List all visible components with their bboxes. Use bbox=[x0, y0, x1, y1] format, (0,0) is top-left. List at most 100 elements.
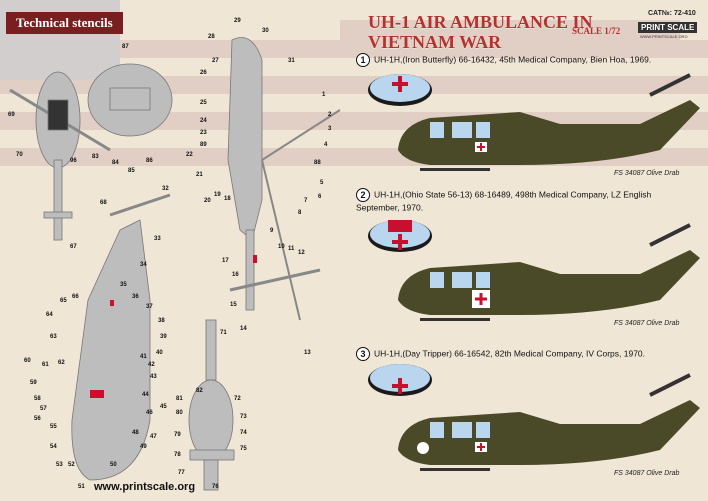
callout-15: 15 bbox=[230, 302, 237, 308]
callout-7: 7 bbox=[304, 198, 308, 204]
callout-29: 29 bbox=[234, 18, 241, 24]
technical-stencils-badge: Technical stencils bbox=[6, 12, 123, 34]
callout-50: 50 bbox=[110, 462, 117, 468]
callout-55: 55 bbox=[50, 424, 57, 430]
variant-2-text: UH-1H,(Ohio State 56-13) 68-16489, 498th… bbox=[356, 189, 652, 213]
callout-3: 3 bbox=[328, 126, 332, 132]
callout-62: 62 bbox=[58, 360, 65, 366]
callout-56: 56 bbox=[34, 416, 41, 422]
callout-13: 13 bbox=[304, 350, 311, 356]
callout-52: 52 bbox=[68, 462, 75, 468]
callout-85: 85 bbox=[128, 168, 135, 174]
callout-44: 44 bbox=[142, 392, 149, 398]
callout-58: 58 bbox=[34, 396, 41, 402]
callout-47: 47 bbox=[150, 434, 157, 440]
callout-5: 5 bbox=[320, 180, 324, 186]
callout-68: 68 bbox=[100, 200, 107, 206]
callout-45: 45 bbox=[160, 404, 167, 410]
callout-61: 61 bbox=[42, 362, 49, 368]
callout-33: 33 bbox=[154, 236, 161, 242]
callout-88: 88 bbox=[314, 160, 321, 166]
callout-32: 32 bbox=[162, 186, 169, 192]
callout-53: 53 bbox=[56, 462, 63, 468]
callout-89: 89 bbox=[200, 142, 207, 148]
callout-67: 67 bbox=[70, 244, 77, 250]
variant-1-caption: 1 UH-1H,(Iron Butterfly) 66-16432, 45th M… bbox=[356, 53, 686, 67]
callout-76: 76 bbox=[212, 484, 219, 490]
callout-77: 77 bbox=[178, 470, 185, 476]
callout-38: 38 bbox=[158, 318, 165, 324]
variant-1-number: 1 bbox=[356, 53, 370, 67]
callout-42: 42 bbox=[148, 362, 155, 368]
callout-27: 27 bbox=[212, 58, 219, 64]
callout-80: 80 bbox=[176, 410, 183, 416]
callout-14: 14 bbox=[240, 326, 247, 332]
callout-18: 18 bbox=[224, 196, 231, 202]
callout-54: 54 bbox=[50, 444, 57, 450]
callout-16: 16 bbox=[232, 272, 239, 278]
callout-73: 73 bbox=[240, 414, 247, 420]
callout-63: 63 bbox=[50, 334, 57, 340]
variant-2-number: 2 bbox=[356, 188, 370, 202]
sheet-title: UH-1 AIR AMBULANCE IN VIETNAM WAR bbox=[368, 12, 593, 52]
callout-19: 19 bbox=[214, 192, 221, 198]
callout-96: 96 bbox=[70, 158, 77, 164]
website-url: www.printscale.org bbox=[94, 481, 196, 493]
callout-72: 72 bbox=[234, 396, 241, 402]
callout-37: 37 bbox=[146, 304, 153, 310]
callout-60: 60 bbox=[24, 358, 31, 364]
callout-41: 41 bbox=[140, 354, 147, 360]
scale-label: SCALE 1/72 bbox=[572, 26, 621, 36]
callout-46: 46 bbox=[146, 410, 153, 416]
callout-30: 30 bbox=[262, 28, 269, 34]
variant-1-text: UH-1H,(Iron Butterfly) 66-16432, 45th Me… bbox=[374, 54, 652, 65]
callout-28: 28 bbox=[208, 34, 215, 40]
callout-64: 64 bbox=[46, 312, 53, 318]
callout-59: 59 bbox=[30, 380, 37, 386]
catalog-number: CAT№: 72-410 bbox=[648, 10, 696, 17]
callout-84: 84 bbox=[112, 160, 119, 166]
callout-25: 25 bbox=[200, 100, 207, 106]
variant-3-text: UH-1H,(Day Tripper) 66-16542, 82th Medic… bbox=[374, 348, 646, 359]
callout-79: 79 bbox=[174, 432, 181, 438]
callout-34: 34 bbox=[140, 262, 147, 268]
callout-8: 8 bbox=[298, 210, 302, 216]
callout-75: 75 bbox=[240, 446, 247, 452]
callout-40: 40 bbox=[156, 350, 163, 356]
callout-43: 43 bbox=[150, 374, 157, 380]
callout-35: 35 bbox=[120, 282, 127, 288]
callout-65: 65 bbox=[60, 298, 67, 304]
callout-70: 70 bbox=[16, 152, 23, 158]
callout-66: 66 bbox=[72, 294, 79, 300]
callout-36: 36 bbox=[132, 294, 139, 300]
callout-11: 11 bbox=[288, 246, 295, 252]
callout-83: 83 bbox=[92, 154, 99, 160]
callout-21: 21 bbox=[196, 172, 203, 178]
callout-57: 57 bbox=[40, 406, 47, 412]
brand-logo: PRINT SCALE bbox=[638, 22, 698, 33]
callout-87: 87 bbox=[122, 44, 129, 50]
callout-1: 1 bbox=[322, 92, 326, 98]
callout-71: 71 bbox=[220, 330, 227, 336]
variant-1-color: FS 34087 Olive Drab bbox=[614, 170, 680, 177]
variant-3-number: 3 bbox=[356, 347, 370, 361]
callout-4: 4 bbox=[324, 142, 328, 148]
callout-12: 12 bbox=[298, 250, 305, 256]
callout-81: 81 bbox=[176, 396, 183, 402]
callout-2: 2 bbox=[328, 112, 332, 118]
callout-24: 24 bbox=[200, 118, 207, 124]
callout-22: 22 bbox=[186, 152, 193, 158]
callout-69: 69 bbox=[8, 112, 15, 118]
callout-39: 39 bbox=[160, 334, 167, 340]
callout-49: 49 bbox=[140, 444, 147, 450]
variant-3-color: FS 34087 Olive Drab bbox=[614, 470, 680, 477]
callout-23: 23 bbox=[200, 130, 207, 136]
variant-3-caption: 3 UH-1H,(Day Tripper) 66-16542, 82th Medi… bbox=[356, 347, 686, 361]
callout-31: 31 bbox=[288, 58, 295, 64]
callout-48: 48 bbox=[132, 430, 139, 436]
callout-20: 20 bbox=[204, 198, 211, 204]
callout-51: 51 bbox=[78, 484, 85, 490]
